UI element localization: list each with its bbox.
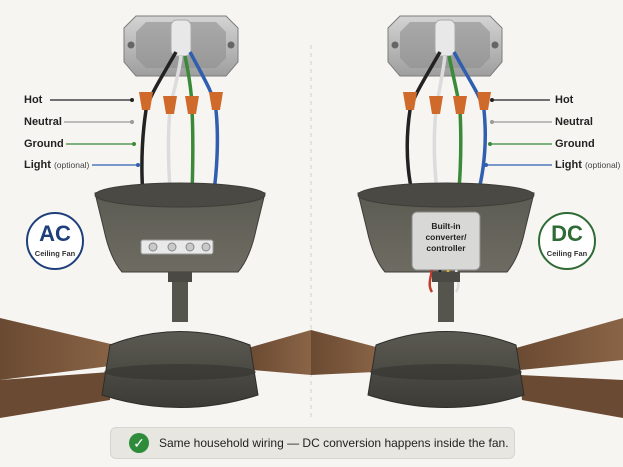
footer-text: Same household wiring — DC conversion ha… xyxy=(159,436,509,450)
label-optional: (optional) xyxy=(584,160,621,170)
ac-fan-illustration xyxy=(0,15,311,418)
label-neutral-right: Neutral xyxy=(555,116,593,128)
label-light-text: Light xyxy=(555,159,582,171)
label-optional: (optional) xyxy=(53,160,90,170)
dc-wire-nut-neutral xyxy=(429,96,443,114)
ac-terminal-block xyxy=(140,239,214,255)
ac-blade-right xyxy=(248,330,311,375)
footer-note: ✓ Same household wiring — DC conversion … xyxy=(110,427,515,459)
dc-wire-nut-hot xyxy=(403,92,417,110)
controller-label: Built-in converter/ controller xyxy=(417,221,475,254)
dc-output-wire-red xyxy=(428,269,434,293)
dc-badge-subtitle: Ceiling Fan xyxy=(546,249,588,258)
dc-blade-right-lower xyxy=(520,375,623,418)
dc-blade-left xyxy=(311,330,380,375)
ac-box-screw-left xyxy=(127,41,135,49)
label-ground-right: Ground xyxy=(555,138,595,150)
label-light-text: Light xyxy=(24,159,51,171)
label-ground-left: Ground xyxy=(24,138,64,150)
label-light-left: Light (optional) xyxy=(24,159,89,171)
ac-label-pointers xyxy=(50,98,140,167)
dc-wire-nut-light xyxy=(477,92,491,110)
dc-box-screw-left xyxy=(391,41,399,49)
ac-badge-subtitle: Ceiling Fan xyxy=(34,249,76,258)
dc-badge-title: DC xyxy=(551,221,583,246)
ac-cable-sheath xyxy=(170,19,192,57)
ac-downrod xyxy=(172,282,188,322)
ac-wire-nut-light xyxy=(209,92,223,110)
label-neutral-left: Neutral xyxy=(24,116,62,128)
ac-blade-left-lower xyxy=(0,372,110,418)
ac-badge-title: AC xyxy=(39,221,71,246)
controller-label-line2: converter/ xyxy=(425,232,467,242)
ac-wire-nut-neutral xyxy=(163,96,177,114)
dc-canopy-collar xyxy=(432,272,460,282)
dc-box-screw-right xyxy=(491,41,499,49)
dc-wire-nut-ground xyxy=(453,96,467,114)
label-hot-left: Hot xyxy=(24,94,43,106)
ac-wire-nut-hot xyxy=(139,92,153,110)
ac-box-screw-right xyxy=(227,41,235,49)
dc-badge: DC Ceiling Fan xyxy=(538,212,596,270)
check-icon: ✓ xyxy=(129,433,149,453)
dc-downrod xyxy=(438,282,454,322)
ac-blade-left xyxy=(0,318,118,380)
dc-controller-box xyxy=(411,211,481,271)
ac-canopy-collar xyxy=(168,272,192,282)
ac-wire-nut-ground xyxy=(185,96,199,114)
controller-label-line3: controller xyxy=(426,243,466,253)
label-light-right: Light (optional) xyxy=(555,159,620,171)
dc-fan-illustration xyxy=(311,15,623,418)
label-hot-right: Hot xyxy=(555,94,574,106)
ac-badge: AC Ceiling Fan xyxy=(26,212,84,270)
dc-cable-sheath xyxy=(434,19,456,57)
dc-blade-right xyxy=(516,318,623,370)
dc-label-pointers xyxy=(484,98,552,167)
controller-label-line1: Built-in xyxy=(431,221,461,231)
